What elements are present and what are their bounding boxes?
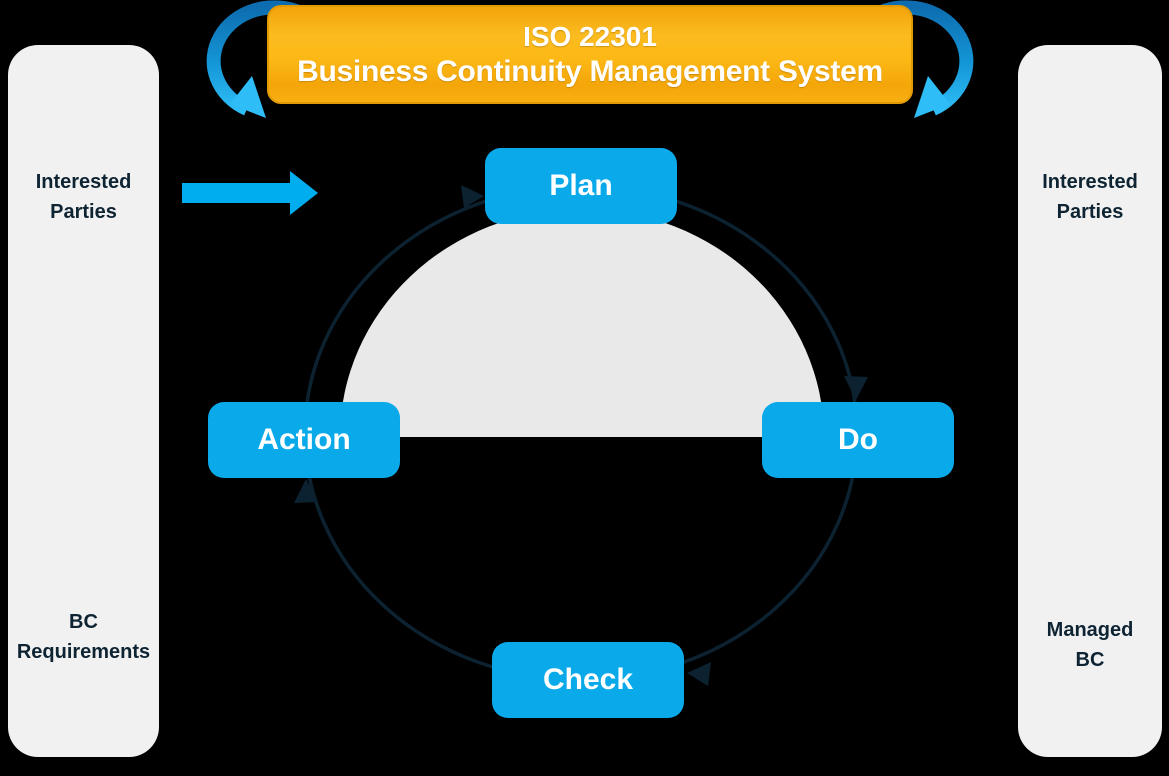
arrowhead-into-do — [844, 376, 868, 400]
left-panel: Interested Parties BC Requirements — [8, 45, 159, 757]
arrowhead-into-check — [687, 662, 711, 686]
cycle-node-do: Do — [762, 402, 954, 478]
banner-title-line2: Business Continuity Management System — [297, 54, 883, 88]
arrowhead-into-action — [294, 479, 318, 503]
right-panel-top-label: Interested Parties — [1018, 167, 1162, 227]
left-panel-bottom-label: BC Requirements — [8, 607, 159, 667]
right-panel-top-label-line2: Parties — [1056, 201, 1124, 223]
title-banner: ISO 22301 Business Continuity Management… — [267, 5, 913, 104]
right-panel: Interested Parties Managed BC — [1018, 45, 1162, 757]
left-panel-top-label-line1: Interested — [35, 171, 132, 193]
input-arrow-icon — [182, 171, 318, 215]
left-panel-top-label: Interested Parties — [8, 167, 159, 227]
left-panel-bottom-label-line1: BC — [69, 611, 98, 633]
right-panel-top-label-line1: Interested — [1042, 171, 1138, 193]
right-panel-bottom-label-line1: Managed — [1046, 619, 1134, 641]
dome-shape — [340, 209, 824, 437]
cycle-node-plan: Plan — [485, 148, 677, 224]
left-panel-bottom-label-line2: Requirements — [16, 641, 151, 663]
arrowhead-into-plan — [461, 185, 484, 208]
cycle-node-check: Check — [492, 642, 684, 718]
right-panel-bottom-label: Managed BC — [1018, 615, 1162, 675]
banner-title-line1: ISO 22301 — [523, 20, 657, 52]
left-panel-top-label-line2: Parties — [50, 201, 117, 223]
cycle-node-action: Action — [208, 402, 400, 478]
right-panel-bottom-label-line2: BC — [1075, 649, 1105, 671]
